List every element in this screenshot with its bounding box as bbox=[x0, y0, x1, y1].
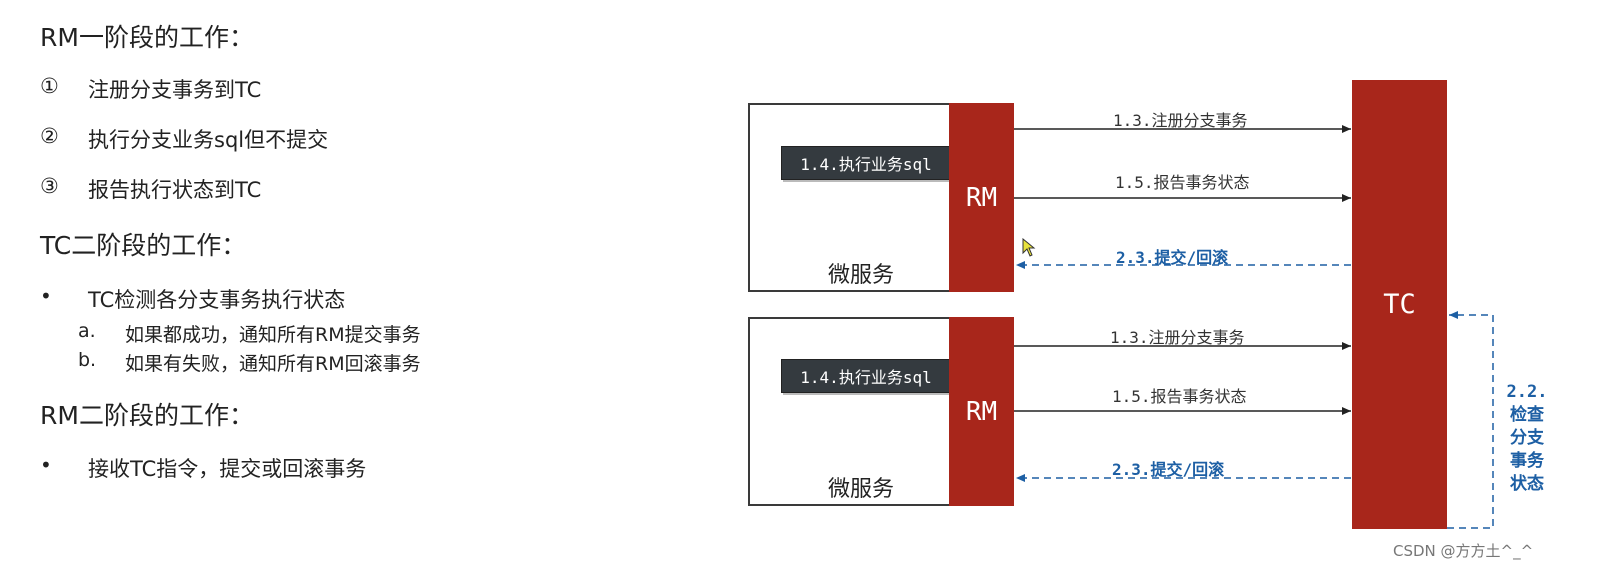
bullet-marker: • bbox=[40, 453, 52, 477]
sub-marker: a. bbox=[78, 320, 96, 342]
commit-label-2: 2.3.提交/回滚 bbox=[1112, 460, 1225, 479]
list-marker: ③ bbox=[40, 174, 59, 198]
tc-phase2-title: TC二阶段的工作： bbox=[40, 231, 247, 260]
exec-sql-chip-1: 1.4.执行业务sql bbox=[781, 146, 951, 180]
microservice-label-1: 微服务 bbox=[828, 263, 895, 288]
rm-phase2-title: RM二阶段的工作： bbox=[40, 401, 254, 430]
report-label-2: 1.5.报告事务状态 bbox=[1112, 387, 1247, 406]
tc-bar: TC bbox=[1352, 80, 1447, 529]
check-label-line: 事务 bbox=[1510, 451, 1544, 471]
check-label-line: 状态 bbox=[1510, 474, 1544, 494]
mouse-pointer-icon bbox=[1022, 238, 1036, 257]
report-label-1: 1.5.报告事务状态 bbox=[1115, 173, 1250, 192]
list-item: TC检测各分支事务执行状态 bbox=[88, 288, 346, 312]
check-label-line: 2.2. bbox=[1506, 382, 1548, 402]
check-loop-arrow bbox=[1447, 311, 1494, 529]
check-status-label: 2.2. 检查 分支 事务 状态 bbox=[1503, 381, 1551, 496]
sub-marker: b. bbox=[78, 349, 97, 371]
bullet-marker: • bbox=[40, 284, 52, 308]
register-label-2: 1.3.注册分支事务 bbox=[1110, 328, 1245, 347]
watermark: CSDN @方方土^_^ bbox=[1393, 542, 1534, 560]
list-item: 报告执行状态到TC bbox=[88, 178, 262, 202]
list-item: 接收TC指令，提交或回滚事务 bbox=[88, 457, 367, 481]
sub-list-item: 如果都成功，通知所有RM提交事务 bbox=[125, 324, 421, 346]
list-marker: ② bbox=[40, 124, 59, 148]
check-label-line: 分支 bbox=[1510, 428, 1544, 448]
rm-bar-2: RM bbox=[949, 317, 1014, 506]
sub-list-item: 如果有失败，通知所有RM回滚事务 bbox=[125, 353, 421, 375]
list-marker: ① bbox=[40, 74, 59, 98]
list-item: 注册分支事务到TC bbox=[88, 78, 262, 102]
microservice-label-2: 微服务 bbox=[828, 477, 895, 502]
commit-label-1: 2.3.提交/回滚 bbox=[1116, 248, 1229, 267]
register-label-1: 1.3.注册分支事务 bbox=[1113, 111, 1248, 130]
exec-sql-chip-2: 1.4.执行业务sql bbox=[781, 359, 951, 393]
check-label-line: 检查 bbox=[1510, 405, 1544, 425]
rm-bar-1: RM bbox=[949, 103, 1014, 292]
list-item: 执行分支业务sql但不提交 bbox=[88, 128, 329, 152]
rm-phase1-title: RM一阶段的工作： bbox=[40, 23, 254, 52]
